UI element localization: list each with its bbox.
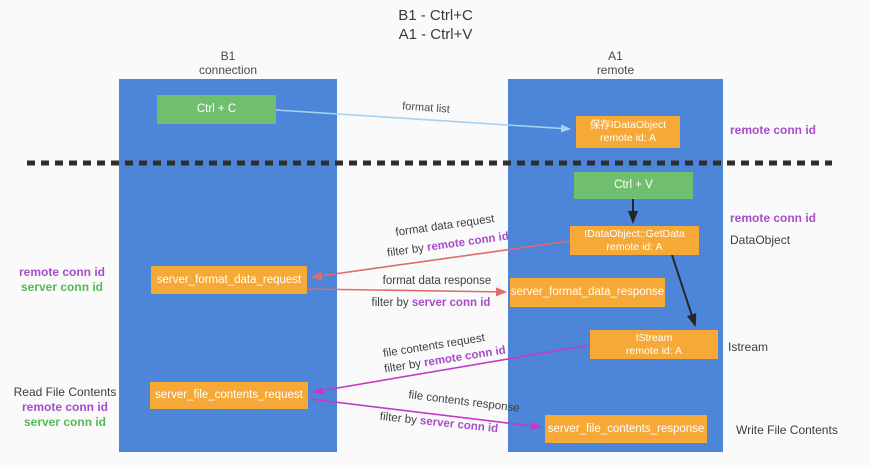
right-remote-conn-id-label-2: remote conn id [730, 211, 817, 225]
ctrl-v-label: Ctrl + V [614, 179, 653, 191]
save-idataobject-line2: remote id: A [599, 132, 657, 144]
getdata-to-istream-arrow [671, 254, 697, 327]
diagram-title: B1 - Ctrl+C A1 - Ctrl+V [0, 6, 871, 44]
lane-b1-subtitle: connection [198, 63, 258, 77]
format-list-arrow [275, 109, 571, 133]
left-conn-id-group-2: Read File Contents remote conn id server… [8, 385, 122, 430]
format-data-request-arrow [311, 240, 571, 281]
filter-by-server-conn-id-label-1: filter by server conn id [321, 297, 541, 309]
ctrl-c-box: Ctrl + C [157, 95, 276, 124]
server-conn-id-highlight: server conn id [411, 297, 491, 309]
lane-a1-subtitle: remote [596, 63, 635, 77]
right-remote-conn-id-label-1: remote conn id [730, 123, 817, 137]
istream-line1: IStream [635, 331, 673, 344]
left-remote-conn-id-label-2: remote conn id [21, 400, 108, 414]
title-line-1: B1 - Ctrl+C [398, 7, 473, 24]
server-file-contents-response-label: server_file_contents_response [547, 422, 705, 435]
file-contents-request-arrow [312, 344, 591, 395]
left-conn-id-group-1: remote conn id server conn id [4, 265, 120, 295]
title-line-2: A1 - Ctrl+V [398, 26, 473, 43]
istream-box: IStream remote id: A [590, 330, 718, 359]
lane-header-a1: A1 remote [508, 49, 723, 77]
lane-a1-name: A1 [608, 49, 623, 63]
save-idataobject-line1: 保存IDataObject [589, 119, 667, 131]
server-file-contents-response-box: server_file_contents_response [545, 415, 707, 443]
format-data-response-arrow [307, 287, 507, 297]
filter-by-text: filter by [371, 297, 412, 309]
server-format-data-response-label: server_format_data_response [510, 286, 665, 298]
file-contents-response-arrow [309, 398, 542, 431]
lane-header-b1: B1 connection [119, 49, 337, 77]
server-format-data-request-label: server_format_data_request [156, 273, 302, 286]
left-server-conn-id-label-1: server conn id [20, 280, 104, 294]
server-format-data-request-box: server_format_data_request [151, 266, 307, 294]
getdata-line1: IDataObject::GetData [584, 227, 685, 240]
left-server-conn-id-label-2: server conn id [23, 415, 107, 429]
write-file-contents-label: Write File Contents [736, 423, 838, 437]
ctrl-v-box: Ctrl + V [574, 172, 693, 199]
server-file-contents-request-box: server_file_contents_request [150, 382, 308, 409]
idataobject-getdata-box: IDataObject::GetData remote id: A [570, 226, 699, 255]
format-data-response-label: format data response [382, 275, 492, 287]
read-file-contents-label: Read File Contents [13, 385, 117, 399]
save-idataobject-box: 保存IDataObject remote id: A [576, 116, 680, 148]
lane-b1-name: B1 [220, 49, 236, 63]
istream-line2: remote id: A [625, 344, 683, 357]
left-remote-conn-id-label-1: remote conn id [18, 265, 105, 279]
server-file-contents-request-label: server_file_contents_request [155, 389, 303, 401]
getdata-line2: remote id: A [606, 240, 663, 253]
istream-side-label: Istream [728, 340, 769, 354]
dataobject-label: DataObject [730, 233, 791, 247]
server-format-data-response-box: server_format_data_response [510, 278, 665, 307]
ctrl-c-label: Ctrl + C [196, 103, 237, 115]
